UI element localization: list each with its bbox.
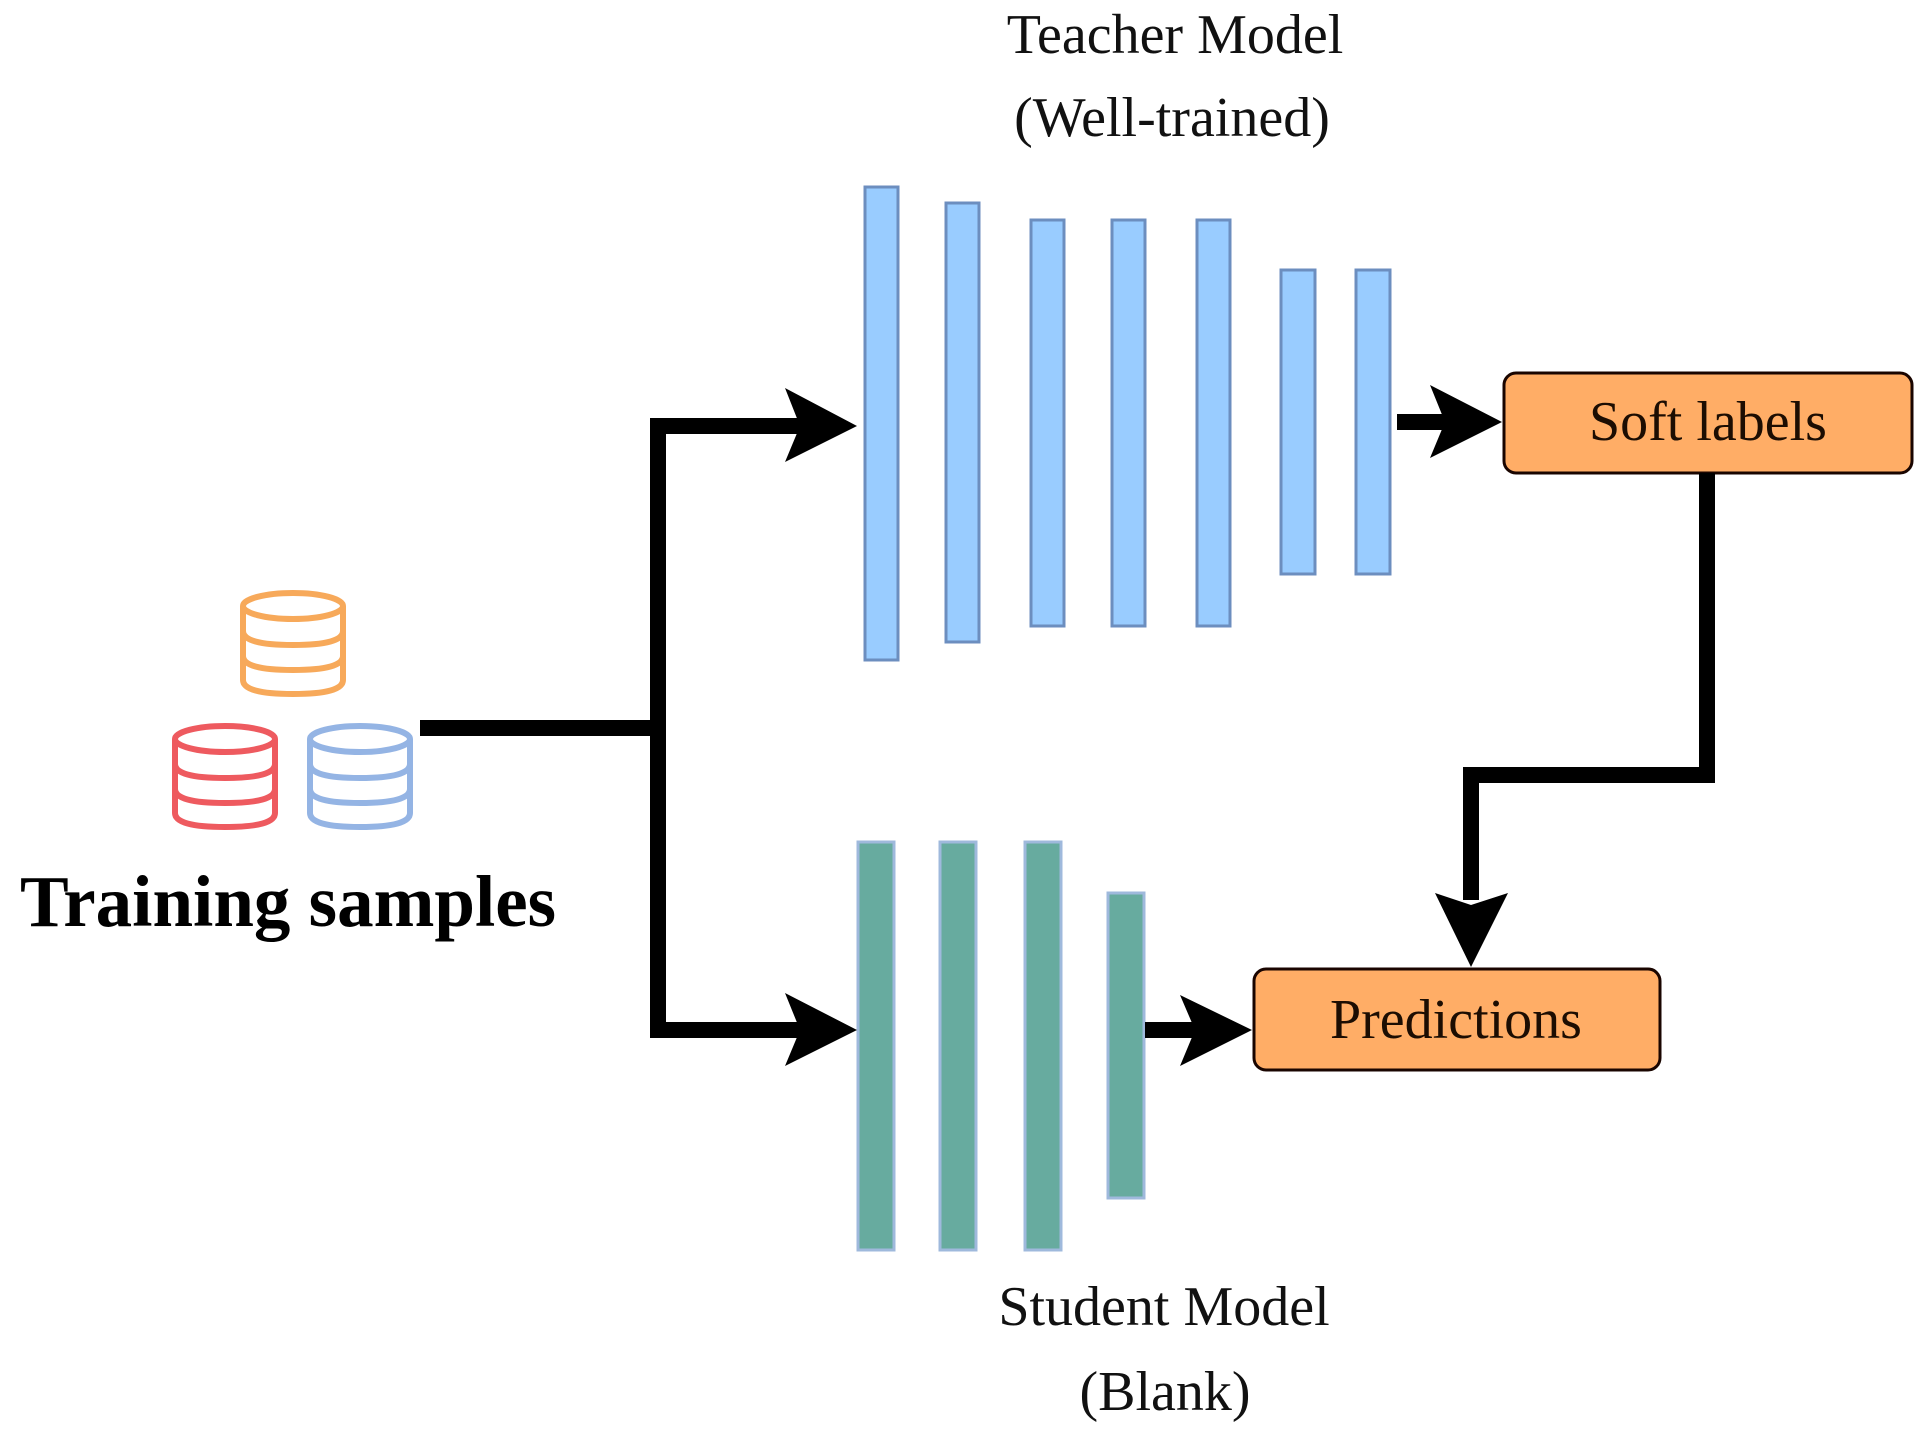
teacher-layer-6 [1279, 268, 1317, 576]
database-red-icon [172, 723, 278, 831]
database-blue-icon [307, 723, 413, 831]
teacher-layer-1 [863, 185, 900, 662]
soft-labels-box: Soft labels [1502, 371, 1914, 475]
teacher-layer-3 [1029, 218, 1066, 628]
soft-labels-arrowhead-icon [1435, 893, 1508, 967]
teacher-layer-5 [1195, 218, 1232, 628]
teacher-model [863, 185, 1392, 662]
teacher-layer-2 [944, 201, 981, 644]
database-stack-icon [172, 590, 413, 831]
student-layer-4 [1106, 891, 1146, 1200]
teacher-layer-7 [1354, 268, 1392, 576]
student-model-subtitle: (Blank) [1079, 1361, 1250, 1423]
teacher-model-subtitle: (Well-trained) [1014, 87, 1330, 149]
soft-labels-text: Soft labels [1589, 391, 1827, 453]
teacher-output-arrowhead-icon [1430, 385, 1502, 458]
student-layer-1 [856, 840, 896, 1252]
student-model-title: Student Model [998, 1276, 1329, 1338]
predictions-box: Predictions [1252, 967, 1662, 1072]
student-input-arrowhead-icon [785, 993, 857, 1066]
student-output-arrowhead-icon [1180, 995, 1252, 1066]
teacher-input-arrowhead-icon [785, 388, 857, 462]
database-orange-icon [240, 590, 346, 698]
teacher-layer-4 [1110, 218, 1147, 628]
student-layer-3 [1023, 840, 1063, 1252]
soft-labels-to-predictions-connector [1463, 473, 1715, 900]
teacher-model-title: Teacher Model [1007, 4, 1344, 66]
predictions-text: Predictions [1330, 989, 1582, 1051]
student-layer-2 [938, 840, 978, 1252]
student-model [856, 840, 1146, 1252]
training-samples-label: Training samples [20, 861, 556, 942]
